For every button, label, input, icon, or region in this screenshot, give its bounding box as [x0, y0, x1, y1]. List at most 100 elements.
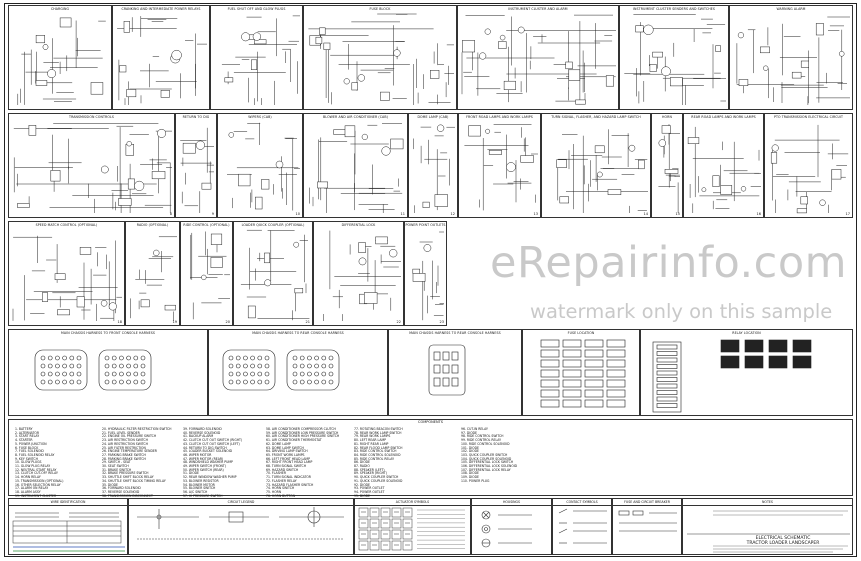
panel-title: POWER POINT OUTLETS — [405, 223, 446, 227]
component-item: 83. RIDE CONTROL SWITCH — [354, 449, 397, 454]
component-item: 31. BRAKE SWITCH — [102, 467, 132, 472]
notes-title: NOTES — [683, 499, 852, 506]
panel-number: 11 — [400, 212, 405, 216]
component-item: 19. INSTRUMENT CLUSTER — [15, 493, 57, 498]
notes-lines — [687, 510, 850, 553]
panel-title: DOME LAMP (CAB) — [417, 115, 449, 119]
component-item: 38. TRANSMISSION DISCONNECT — [102, 493, 153, 498]
component-item: 39. FORWARD SOLENOID — [183, 427, 222, 431]
panel-charging: CHARGING — [8, 5, 112, 110]
panel-title: INSTRUMENT CLUSTER SENDERS AND SWITCHES — [633, 7, 715, 11]
panel-pto: PTO TRANSMISSION ELECTRICAL CIRCUIT 17 — [764, 113, 853, 218]
panel-title: WIPERS (CAB) — [248, 115, 272, 119]
actuator-symbols-graphic — [358, 507, 465, 551]
schematic-return — [180, 127, 214, 213]
component-item: 9. KEY SWITCH — [15, 456, 38, 461]
schematic-coupler — [240, 229, 310, 321]
panel-title: CRANKING AND INTERMEDIATE POWER RELAYS — [121, 7, 201, 11]
panel-radio: RADIO (OPTIONAL)19 — [125, 221, 180, 326]
component-item: 4. STARTER — [15, 438, 33, 443]
panel-number: 13 — [533, 212, 538, 216]
schematic-relayloc — [652, 339, 812, 413]
panel-number: 15 — [675, 212, 680, 216]
component-item: 47. WIPER MOTOR (REAR) — [183, 456, 224, 461]
schematic-fuseloc — [540, 339, 626, 408]
component-item: 86. DIODE — [354, 460, 370, 465]
panel-title: CHARGING — [50, 7, 70, 11]
wire-identification-panel: WIRE IDENTIFICATION — [8, 498, 128, 555]
panel-title: MAIN CHASSIS HARNESS TO REAR CONSOLE HAR… — [409, 331, 501, 335]
schematic-warning — [736, 16, 850, 105]
schematic-wipers — [227, 122, 300, 211]
panel-number: 10 — [295, 212, 300, 216]
contact-symbols-panel: CONTACT SYMBOLS — [552, 498, 612, 555]
component-item: 101. DIODE — [461, 445, 479, 450]
component-item: 41. BACKUP ALARM — [183, 434, 214, 439]
component-item: 6. FUSE BLOCK — [15, 445, 39, 450]
component-item: 65. FRONT WORK LAMPS — [266, 452, 305, 457]
component-item: 84. RIDE CONTROL SOLENOID — [354, 452, 401, 457]
component-item: 90. QUICK COUPLER SWITCH — [354, 475, 399, 480]
component-item: 91. QUICK COUPLER SOLENOID — [354, 478, 403, 483]
panel-number: 19 — [172, 320, 177, 324]
panel-fuse: FUSE BLOCK — [303, 5, 457, 110]
panel-number: 8 — [169, 212, 172, 216]
component-item: 20. HYDRAULIC FILTER RESTRICTION SWITCH — [102, 427, 172, 431]
component-item: 71. TURN SIGNAL INDICATOR — [266, 475, 311, 480]
panel-title: BLOWER AND AIR CONDITIONER (CAB) — [323, 115, 388, 119]
component-item: 80. LEFT REAR LAMP — [354, 438, 386, 443]
panel-number: 22 — [396, 320, 401, 324]
panel-cranking: CRANKING AND INTERMEDIATE POWER RELAYS — [112, 5, 210, 110]
panel-conn3: MAIN CHASSIS HARNESS TO REAR CONSOLE HAR… — [388, 329, 522, 416]
component-item: 14. HORN RELAY — [15, 475, 41, 480]
panel-fuseloc: FUSE LOCATION — [522, 329, 640, 416]
panel-title: FUEL SHUT OFF AND GLOW PLUGS — [227, 7, 286, 11]
component-item: 21. FUEL LEVEL SENDER — [102, 430, 140, 435]
panel-title: FUSE LOCATION — [567, 331, 595, 335]
panel-title: MAIN CHASSIS HARNESS TO REAR CONSOLE HAR… — [252, 331, 344, 335]
component-item: 68. TURN SIGNAL SWITCH — [266, 464, 307, 469]
panel-title: RIDE CONTROL (OPTIONAL) — [183, 223, 230, 227]
component-item: 67. RIGHT FRONT HEAD LAMP — [266, 460, 313, 465]
fuse-breaker-panel: FUSE AND CIRCUIT BREAKER — [612, 498, 682, 555]
component-item: 96. CUT-IN RELAY — [461, 427, 488, 431]
contact-symbols-graphic — [558, 508, 607, 544]
housings-graphic — [481, 510, 532, 548]
component-item: 79. REAR WORK LAMPS — [354, 434, 391, 439]
component-item: 92. DIODE — [354, 482, 370, 487]
component-item: 63. DOME LAMP SWITCH — [266, 445, 304, 450]
components-title: COMPONENTS — [418, 420, 443, 424]
component-item: 93. POWER OUTLET — [354, 486, 385, 491]
component-item: 7. FUEL SOLENOID — [15, 449, 44, 454]
component-item: 55. BLOWER SWITCH — [183, 486, 216, 491]
circuit-legend-title: CIRCUIT LEGEND — [129, 499, 353, 506]
panel-title: PTO TRANSMISSION ELECTRICAL CIRCUIT — [773, 115, 844, 119]
component-item: 95. DIODE — [354, 493, 370, 498]
component-item: 43. CLUTCH CUT OUT SWITCH (LEFT) — [183, 441, 240, 446]
fuse-breaker-graphic — [618, 510, 677, 532]
component-item: 49. WIPER SWITCH (FRONT) — [183, 464, 226, 469]
component-item: 107. DIFFERENTIAL LOCK RELAY — [461, 467, 511, 472]
component-item: 58. AIR CONDITIONER COMPRESSOR CLUTCH — [266, 427, 336, 431]
component-item: 100. RIDE CONTROL SOLENOID — [461, 441, 510, 446]
component-item: 23. AIR RESTRICTION SWITCH — [102, 438, 148, 443]
schematic-cranking — [117, 16, 207, 105]
housings-panel: HOUSINGS — [471, 498, 552, 555]
component-item: 104. QUICK COUPLER SOLENOID — [461, 456, 512, 461]
component-item: 97. DIODE — [461, 430, 477, 435]
component-item: 59. AIR CONDITIONER LOW PRESSURE SWITCH — [266, 430, 339, 435]
component-item: 77. ROTATING BEACON SWITCH — [354, 427, 403, 431]
panel-title: FRONT ROAD LAMPS AND WORK LAMPS — [466, 115, 533, 119]
wire-identification-graphic — [12, 512, 125, 552]
panel-coupler: LOADER QUICK COUPLER (OPTIONAL)21 — [233, 221, 313, 326]
panel-number: 17 — [845, 212, 850, 216]
panel-title: MAIN CHASSIS HARNESS TO FRONT CONSOLE HA… — [61, 331, 155, 335]
component-item: 109. DIODE — [461, 475, 479, 480]
component-item: 106. DIFFERENTIAL LOCK SOLENOID — [461, 464, 518, 469]
component-item: 73. HAZARD FLASHER SWITCH — [266, 482, 314, 487]
schematic-horn — [658, 124, 680, 213]
